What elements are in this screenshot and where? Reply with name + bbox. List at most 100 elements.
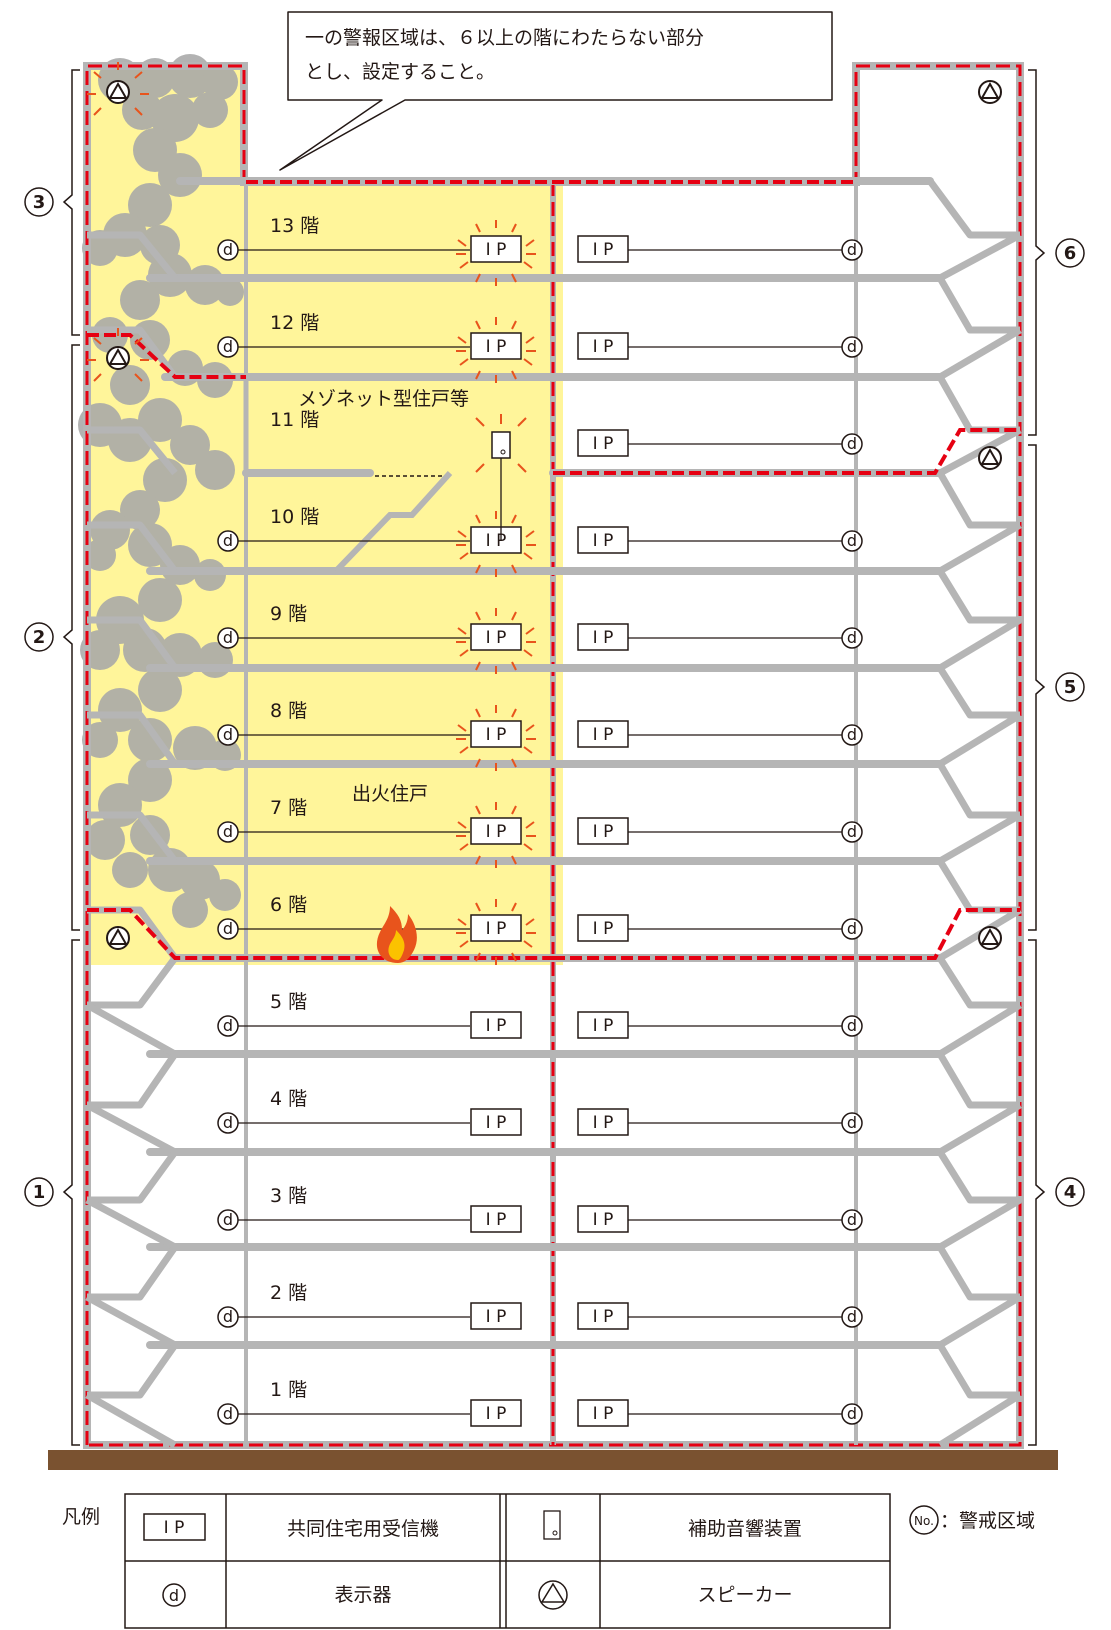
ip-text: I P xyxy=(593,725,614,745)
ip-text: I P xyxy=(593,919,614,939)
ip-receiver-right: I P xyxy=(577,235,629,263)
ip-text: I P xyxy=(486,725,507,745)
right-stair xyxy=(927,178,1022,1448)
ip-text: I P xyxy=(486,1307,507,1327)
floor-label: 8 階 xyxy=(270,700,307,722)
d-indicator-icon: d xyxy=(841,627,863,649)
zone-number: 1 xyxy=(33,1182,46,1203)
ip-text: I P xyxy=(593,531,614,551)
ip-receiver-right: I P xyxy=(577,1205,629,1233)
floor-label: 6 階 xyxy=(270,894,307,916)
floor-row: 8 階 d I P I P d xyxy=(217,700,863,771)
d-text: d xyxy=(223,531,233,550)
aux-sounder-icon xyxy=(491,431,511,459)
zone-number: 4 xyxy=(1064,1182,1077,1203)
legend-ip-label: 共同住宅用受信機 xyxy=(287,1518,439,1540)
ip-receiver-right: I P xyxy=(577,526,629,554)
d-text: d xyxy=(847,1404,857,1423)
alarm-burst xyxy=(456,705,536,771)
alarm-burst xyxy=(456,608,536,674)
left-stair xyxy=(85,231,178,1449)
d-text: d xyxy=(847,822,857,841)
d-indicator-icon: d xyxy=(217,1209,239,1231)
d-indicator-icon: d xyxy=(217,918,239,940)
ip-text: I P xyxy=(593,337,614,357)
d-text: d xyxy=(223,1113,233,1132)
zone-marker-5: 5 xyxy=(1055,672,1085,702)
ip-text: I P xyxy=(593,1113,614,1133)
d-text: d xyxy=(847,240,857,259)
d-indicator-icon: d xyxy=(217,821,239,843)
legend-d-text: d xyxy=(169,1586,179,1605)
floor-label: 9 階 xyxy=(270,603,307,625)
ip-receiver-right: I P xyxy=(577,914,629,942)
ip-receiver-left: I P xyxy=(470,1302,522,1330)
d-text: d xyxy=(223,1404,233,1423)
speakers xyxy=(106,80,1002,950)
floor-label: 7 階 xyxy=(270,797,307,819)
d-indicator-icon: d xyxy=(841,724,863,746)
d-indicator-icon: d xyxy=(217,1015,239,1037)
floor-label: 3 階 xyxy=(270,1185,307,1207)
boundary-zone5-zone4 xyxy=(553,908,1020,960)
d-indicator-icon: d xyxy=(217,1112,239,1134)
speaker-icon xyxy=(106,80,130,104)
d-indicator-icon: d xyxy=(841,239,863,261)
d-indicator-icon: d xyxy=(217,1403,239,1425)
zone-markers: 3 2 1 6 5 4 xyxy=(24,187,1085,1207)
legend-speaker-icon xyxy=(538,1580,568,1610)
legend-zone-symbol: No. xyxy=(909,1505,939,1535)
d-text: d xyxy=(847,531,857,550)
legend-d-symbol: d xyxy=(162,1583,186,1607)
floor-label: 2 階 xyxy=(270,1282,307,1304)
legend-aux-label: 補助音響装置 xyxy=(688,1518,802,1540)
ip-receiver-right: I P xyxy=(577,332,629,360)
ip-receiver-left: I P xyxy=(470,1108,522,1136)
zone-number: 3 xyxy=(33,192,46,213)
ip-receiver-left: I P xyxy=(470,623,522,651)
maisonette-stair-line xyxy=(333,470,453,574)
d-indicator-icon: d xyxy=(841,821,863,843)
ip-text: I P xyxy=(486,822,507,842)
legend-zone-label: ：警戒区域 xyxy=(940,1510,1035,1532)
speaker-alarm-bursts xyxy=(87,62,149,382)
callout-line-2: とし、設定すること。 xyxy=(305,61,495,83)
d-text: d xyxy=(847,337,857,356)
ip-receiver-left: I P xyxy=(470,914,522,942)
zone-number: 6 xyxy=(1064,243,1077,264)
ip-receiver-left: I P xyxy=(470,235,522,263)
ip-receiver-right: I P xyxy=(577,720,629,748)
d-indicator-icon: d xyxy=(841,530,863,552)
d-indicator-icon: d xyxy=(841,336,863,358)
ip-receiver-right: I P xyxy=(577,1302,629,1330)
ip-receiver-right: I P xyxy=(577,1011,629,1039)
d-text: d xyxy=(847,1016,857,1035)
d-text: d xyxy=(223,725,233,744)
ip-receiver-left: I P xyxy=(470,720,522,748)
ip-text: I P xyxy=(486,628,507,648)
fire-unit-label: 出火住戸 xyxy=(352,783,428,805)
d-text: d xyxy=(847,1113,857,1132)
d-text: d xyxy=(223,822,233,841)
d-text: d xyxy=(223,240,233,259)
callout-line-1: 一の警報区域は、６以上の階にわたらない部分 xyxy=(305,27,704,49)
boundary-zone3-zone2 xyxy=(87,333,246,379)
aux-sounder-11f xyxy=(475,414,527,540)
legend-aux-sounder-icon xyxy=(543,1510,561,1540)
ip-receiver-left: I P xyxy=(470,1011,522,1039)
zone-brackets xyxy=(62,69,1046,1446)
fire-icon xyxy=(376,906,417,963)
ip-text: I P xyxy=(593,240,614,260)
floor-label: 13 階 xyxy=(270,215,319,237)
floor-label: 1 階 xyxy=(270,1379,307,1401)
ip-receiver-right: I P xyxy=(577,623,629,651)
ip-receiver-left: I P xyxy=(470,526,522,554)
boundary-zone6-zone5 xyxy=(553,428,1020,475)
floor-label: 12 階 xyxy=(270,312,319,334)
